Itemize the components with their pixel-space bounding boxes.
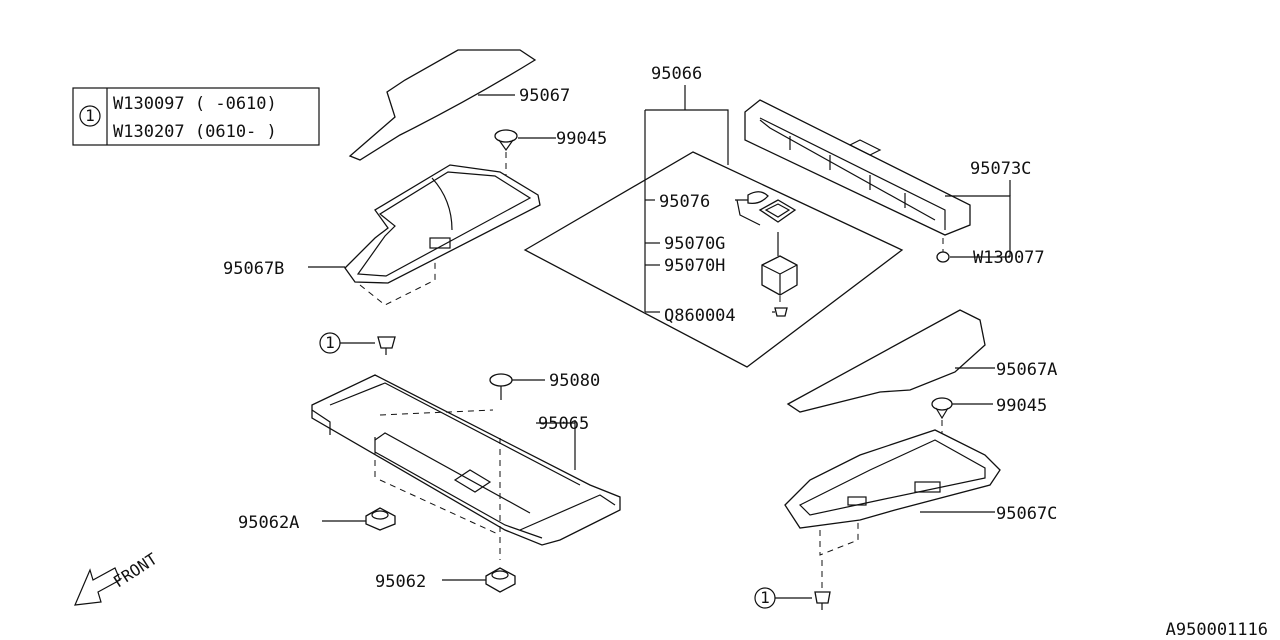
legend-box: 1 W130097 ( -0610) W130207 (0610- ): [72, 87, 320, 146]
callout-95067: 95067: [519, 86, 570, 106]
rear-panel-95073C: 95073C W130077: [744, 99, 1045, 268]
floor-mat-95066: 95066 95076 95070G 95070H Q860004: [523, 64, 904, 368]
callout-99045-right: 99045: [996, 396, 1047, 416]
legend-marker: 1: [85, 106, 95, 125]
callout-95080: 95080: [549, 371, 600, 391]
callout-W130077: W130077: [973, 248, 1045, 268]
tray-95065: 95065: [311, 374, 621, 560]
callout-95062: 95062: [375, 572, 426, 592]
callout-95070H: 95070H: [664, 256, 725, 276]
trim-95067C: 95067C: [784, 429, 1057, 588]
callout-95076: 95076: [659, 192, 710, 212]
callout-99045-top: 99045: [556, 129, 607, 149]
clip-95080: 95080: [489, 371, 600, 400]
front-direction-arrow: FRONT: [74, 549, 161, 606]
ref-1-left: 1: [319, 332, 396, 355]
reference-marker-icon: [79, 105, 101, 127]
fastener-95062: 95062: [375, 567, 516, 593]
legend-row-1: W130097 ( -0610): [113, 94, 277, 114]
callout-95070G: 95070G: [664, 234, 725, 254]
ref-1-left-label: 1: [325, 333, 335, 352]
front-arrow-icon: [74, 567, 121, 606]
callout-95065: 95065: [538, 414, 589, 434]
callout-95073C: 95073C: [970, 159, 1031, 179]
ref-1-right: 1: [754, 587, 831, 610]
callout-95067C: 95067C: [996, 504, 1057, 524]
clip-99045-right: 99045: [931, 396, 1047, 455]
legend-row-2: W130207 (0610- ): [113, 122, 277, 142]
callout-95067B: 95067B: [223, 259, 284, 279]
diagram-code: A950001116: [1166, 620, 1268, 640]
ref-1-right-label: 1: [760, 588, 770, 607]
callout-95067A: 95067A: [996, 360, 1057, 380]
callout-95062A: 95062A: [238, 513, 299, 533]
mat-95067A: 95067A: [786, 309, 1057, 413]
callout-95066: 95066: [651, 64, 702, 84]
front-label: FRONT: [110, 549, 161, 591]
callout-Q860004: Q860004: [664, 306, 736, 326]
fastener-95062A: 95062A: [238, 507, 396, 533]
trim-95067B: 95067B: [223, 164, 541, 306]
clip-99045-top: 99045: [494, 129, 607, 205]
mat-95067: 95067: [348, 49, 570, 161]
